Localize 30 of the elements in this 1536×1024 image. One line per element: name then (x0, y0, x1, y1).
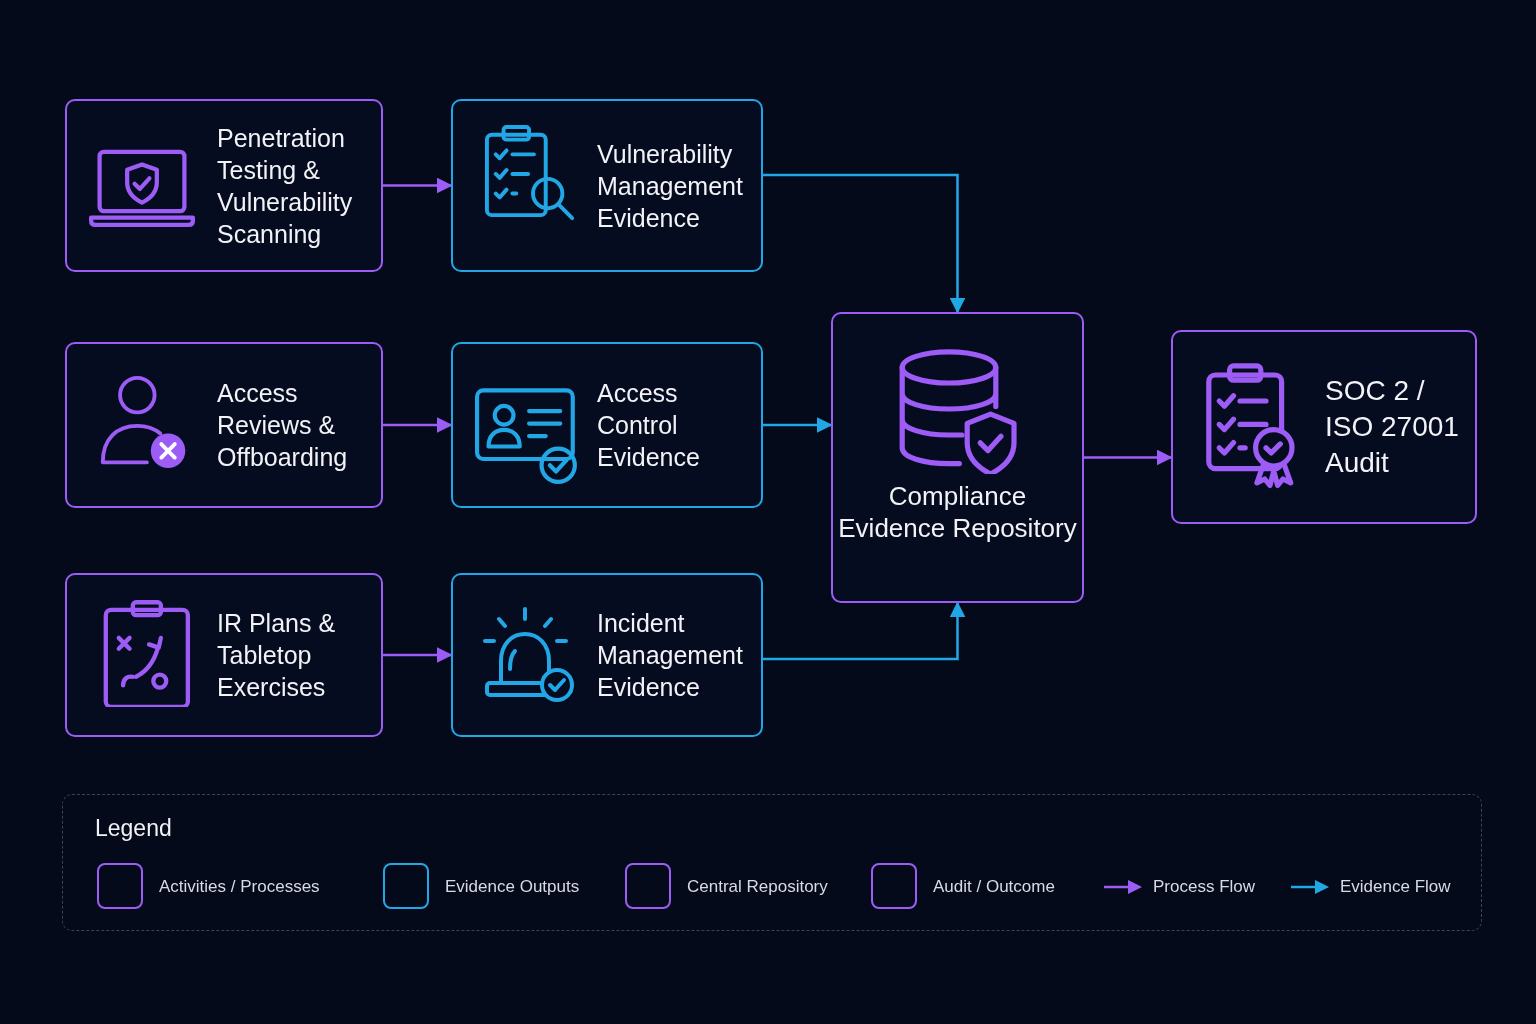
process-box (451, 99, 763, 272)
process-box (451, 342, 763, 508)
arrow (763, 417, 833, 433)
legend-label: Evidence Outputs (445, 877, 580, 897)
arrow (763, 601, 966, 661)
process-box (65, 342, 383, 508)
legend-label: Central Repository (687, 877, 828, 897)
node-label: Access Control Evidence (597, 378, 701, 473)
process-box (1171, 330, 1477, 524)
node-label: Incident Management Evidence (597, 608, 744, 703)
arrow (383, 177, 453, 194)
arrow (383, 417, 453, 433)
legend-label: Evidence Flow (1340, 877, 1451, 897)
process-box (65, 99, 383, 272)
arrow (763, 173, 966, 314)
process-box (451, 573, 763, 737)
repository-box (831, 312, 1084, 603)
process-box (65, 573, 383, 737)
node-label: SOC 2 / ISO 27001 Audit (1325, 374, 1460, 480)
legend-label: Activities / Processes (159, 877, 320, 897)
legend-label: Audit / Outcome (933, 877, 1055, 897)
node-label: IR Plans & Tabletop Exercises (217, 608, 337, 703)
node-label: Access Reviews & Offboarding (217, 378, 349, 473)
node-label: Compliance Evidence Repository (837, 480, 1078, 544)
arrow (1084, 449, 1173, 466)
arrow (383, 647, 453, 663)
node-label: Vulnerability Management Evidence (597, 138, 744, 234)
legend-title: Legend (95, 815, 172, 842)
legend-label: Process Flow (1153, 877, 1256, 897)
node-label: Penetration Testing & Vulnerability Scanning (217, 122, 354, 250)
